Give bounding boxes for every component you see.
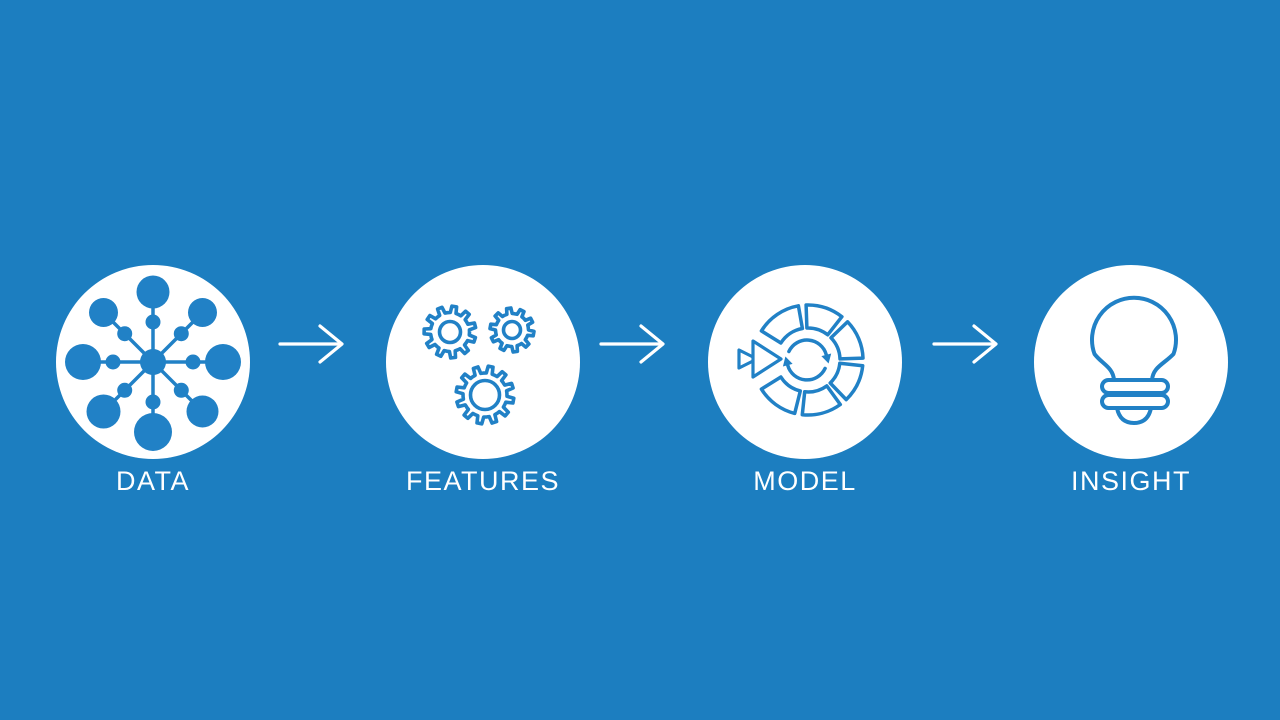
stage-circle <box>1034 265 1228 459</box>
stage-label: INSIGHT <box>1070 466 1191 496</box>
model-cycle-icon <box>737 303 865 417</box>
stage-circle <box>708 265 902 459</box>
stage-circle <box>56 265 250 459</box>
stage-label: DATA <box>115 466 190 496</box>
lightbulb-icon <box>1090 295 1178 425</box>
arrow-right-icon <box>599 324 665 364</box>
stage-insight: INSIGHT <box>1034 265 1228 505</box>
gears-icon <box>422 304 536 426</box>
data-network-icon <box>65 275 241 451</box>
stage-model: MODEL <box>708 265 902 505</box>
stage-features: FEATURES <box>386 265 580 505</box>
stage-data: DATA <box>56 265 250 505</box>
stage-circle <box>386 265 580 459</box>
arrow-right-icon <box>932 324 998 364</box>
stage-label: MODEL <box>753 466 857 496</box>
arrow-right-icon <box>278 324 344 364</box>
stage-label: FEATURES <box>405 466 560 496</box>
